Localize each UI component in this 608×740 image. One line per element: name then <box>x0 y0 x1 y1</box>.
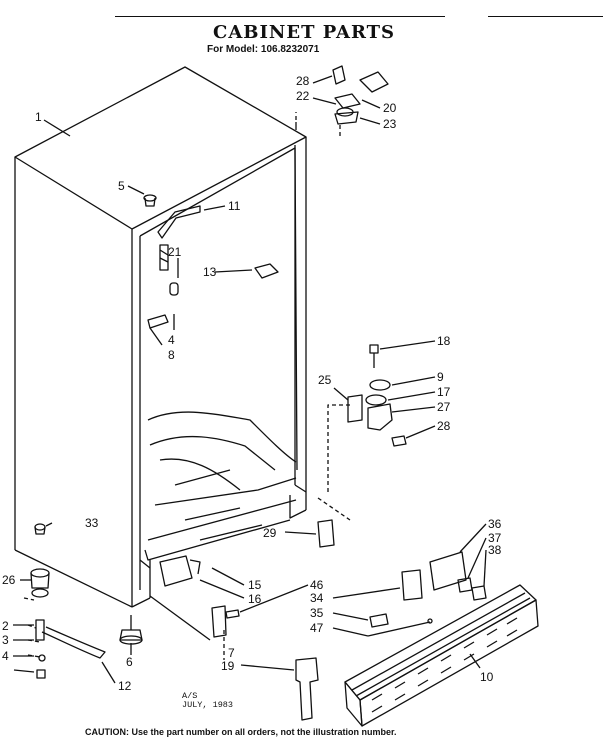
header-rule <box>115 16 445 17</box>
leader-lines <box>13 75 487 684</box>
callout-34: 34 <box>310 591 324 605</box>
callout-19: 19 <box>221 659 235 673</box>
callout-47: 47 <box>310 621 324 635</box>
callout-29: 29 <box>263 526 277 540</box>
callout-7: 7 <box>228 646 235 660</box>
model-number: For Model: 106.8232071 <box>207 44 320 55</box>
callout-20: 20 <box>383 101 397 115</box>
callout-2: 2 <box>2 619 9 633</box>
revision-date: A/S JULY, 1983 <box>182 692 233 710</box>
callout-28-right: 28 <box>437 419 451 433</box>
callout-21: 21 <box>168 245 182 259</box>
callout-33: 33 <box>85 516 99 530</box>
callout-25: 25 <box>318 373 332 387</box>
cabinet-body <box>14 66 307 608</box>
header-rule-right <box>488 16 603 17</box>
callout-numbers: 1 2 3 4 4 5 6 7 8 9 10 11 12 13 15 16 17… <box>2 74 502 693</box>
callout-5: 5 <box>118 179 125 193</box>
callout-17: 17 <box>437 385 451 399</box>
callout-8: 8 <box>168 348 175 362</box>
caution-note: CAUTION: Use the part number on all orde… <box>85 727 397 737</box>
callout-38: 38 <box>488 543 502 557</box>
callout-27: 27 <box>437 400 451 414</box>
callout-4-lower: 4 <box>2 649 9 663</box>
callout-28-top: 28 <box>296 74 310 88</box>
callout-23: 23 <box>383 117 397 131</box>
callout-15: 15 <box>248 578 262 592</box>
callout-11: 11 <box>228 199 241 213</box>
callout-3: 3 <box>2 633 9 647</box>
callout-18: 18 <box>437 334 451 348</box>
callout-6: 6 <box>126 655 133 669</box>
page-title: CABINET PARTS <box>213 22 395 43</box>
callout-46: 46 <box>310 578 324 592</box>
revision-date-text: JULY, 1983 <box>182 700 234 710</box>
callout-10: 10 <box>480 670 494 684</box>
callout-26: 26 <box>2 573 16 587</box>
callout-35: 35 <box>310 606 324 620</box>
callout-37: 37 <box>488 531 502 545</box>
leader-dashes <box>23 112 351 660</box>
callout-16: 16 <box>248 592 262 606</box>
callout-22: 22 <box>296 89 310 103</box>
callout-12: 12 <box>118 679 132 693</box>
callout-36: 36 <box>488 517 502 531</box>
callout-1: 1 <box>35 110 42 124</box>
revision-code: A/S <box>182 691 198 701</box>
callout-9: 9 <box>437 370 444 384</box>
grille <box>344 584 539 727</box>
part-shapes <box>30 65 539 727</box>
callout-13: 13 <box>203 265 217 279</box>
callout-4-upper: 4 <box>168 333 175 347</box>
